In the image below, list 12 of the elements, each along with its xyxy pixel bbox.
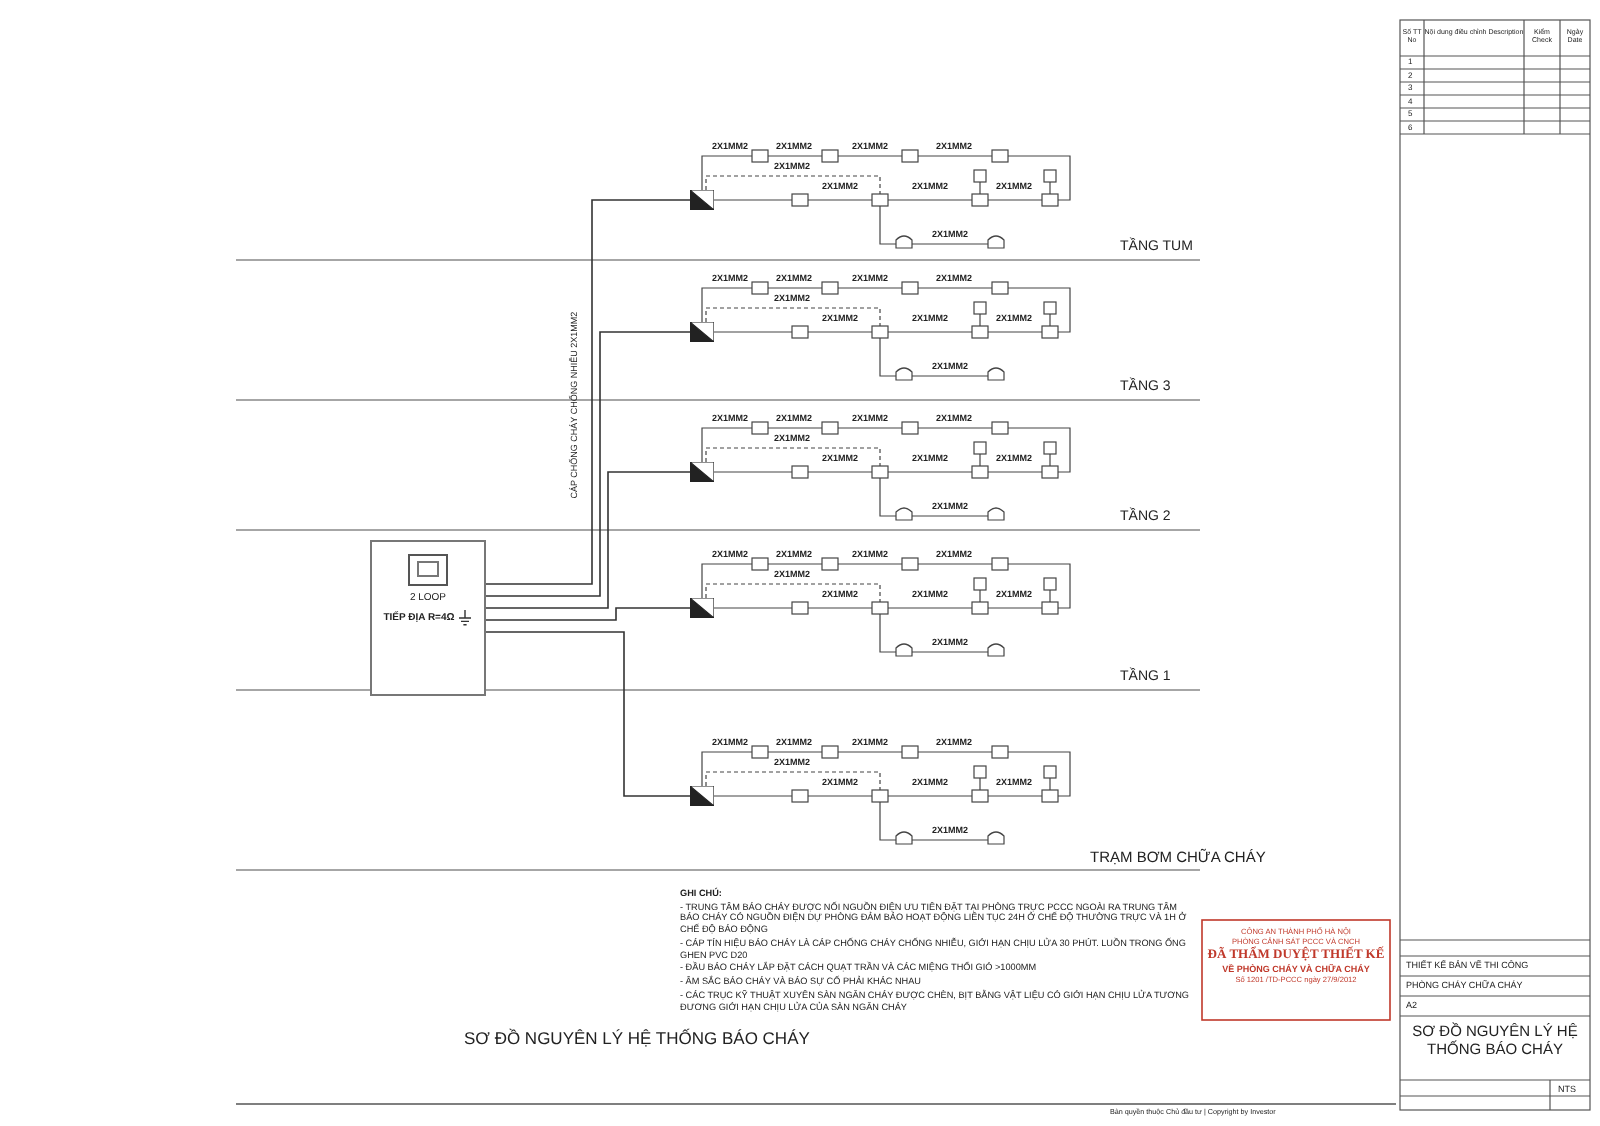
cable-line [485, 607, 691, 621]
cable-line [485, 471, 691, 609]
cable-line [485, 199, 691, 585]
cable-line [485, 331, 691, 597]
isolator-triangle [690, 322, 714, 342]
isolator-triangle [690, 598, 714, 618]
drawing-title: SƠ ĐỒ NGUYÊN LÝ HỆ THỐNG BÁO CHÁY [464, 1030, 810, 1050]
isolator-triangle [690, 786, 714, 806]
cable-line [485, 631, 691, 797]
isolator-triangle [690, 462, 714, 482]
fire-alarm-control-panel [370, 540, 486, 696]
isolator-triangle [690, 190, 714, 210]
